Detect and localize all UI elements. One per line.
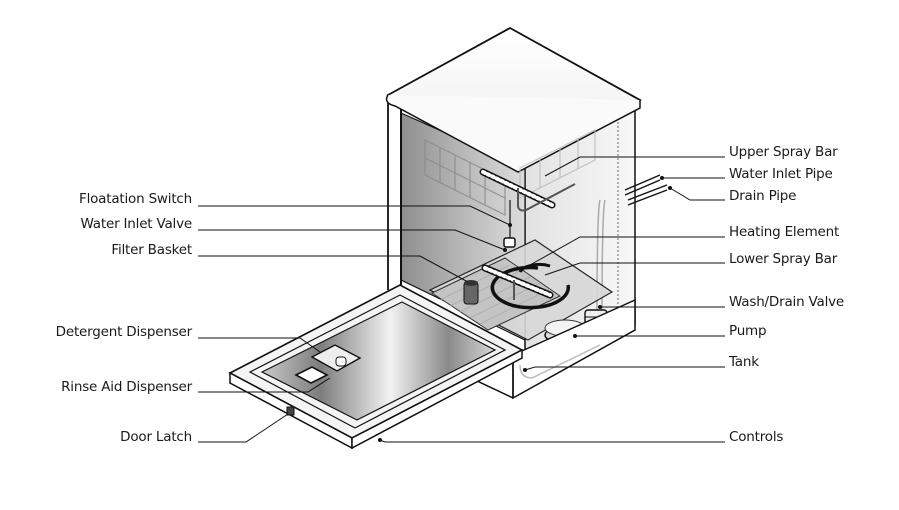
tank-base	[474, 298, 636, 400]
label-upper-spray-bar: Upper Spray Bar	[729, 144, 838, 160]
label-water-inlet-pipe: Water Inlet Pipe	[729, 166, 833, 182]
leader-dots	[378, 176, 672, 442]
label-water-inlet-valve: Water Inlet Valve	[80, 216, 193, 232]
heating-element	[490, 262, 571, 310]
label-tank: Tank	[729, 354, 759, 370]
label-door-latch: Door Latch	[120, 429, 192, 445]
leader-lines-right	[379, 156, 725, 443]
label-detergent-dispenser: Detergent Dispenser	[55, 324, 193, 340]
label-pump: Pump	[729, 323, 767, 339]
lower-spray-bar	[481, 264, 554, 300]
label-drain-pipe: Drain Pipe	[729, 188, 797, 204]
cabinet-top	[385, 26, 642, 173]
label-rinse-aid-dispenser: Rinse Aid Dispenser	[61, 379, 192, 395]
filter-basket	[463, 280, 479, 305]
label-wash-drain-valve: Wash/Drain Valve	[729, 294, 845, 310]
water-inlet-valve	[503, 200, 516, 248]
label-lower-spray-bar: Lower Spray Bar	[729, 251, 838, 267]
label-heating-element: Heating Element	[729, 224, 840, 240]
leader-lines-left	[198, 205, 511, 443]
rinse-aid-dispenser	[294, 366, 329, 384]
label-controls: Controls	[729, 429, 784, 445]
label-floatation-switch: Floatation Switch	[79, 191, 192, 207]
door-latch	[286, 406, 295, 416]
upper-spray-bar	[479, 168, 576, 212]
label-filter-basket: Filter Basket	[111, 242, 192, 258]
detergent-dispenser	[310, 344, 362, 372]
